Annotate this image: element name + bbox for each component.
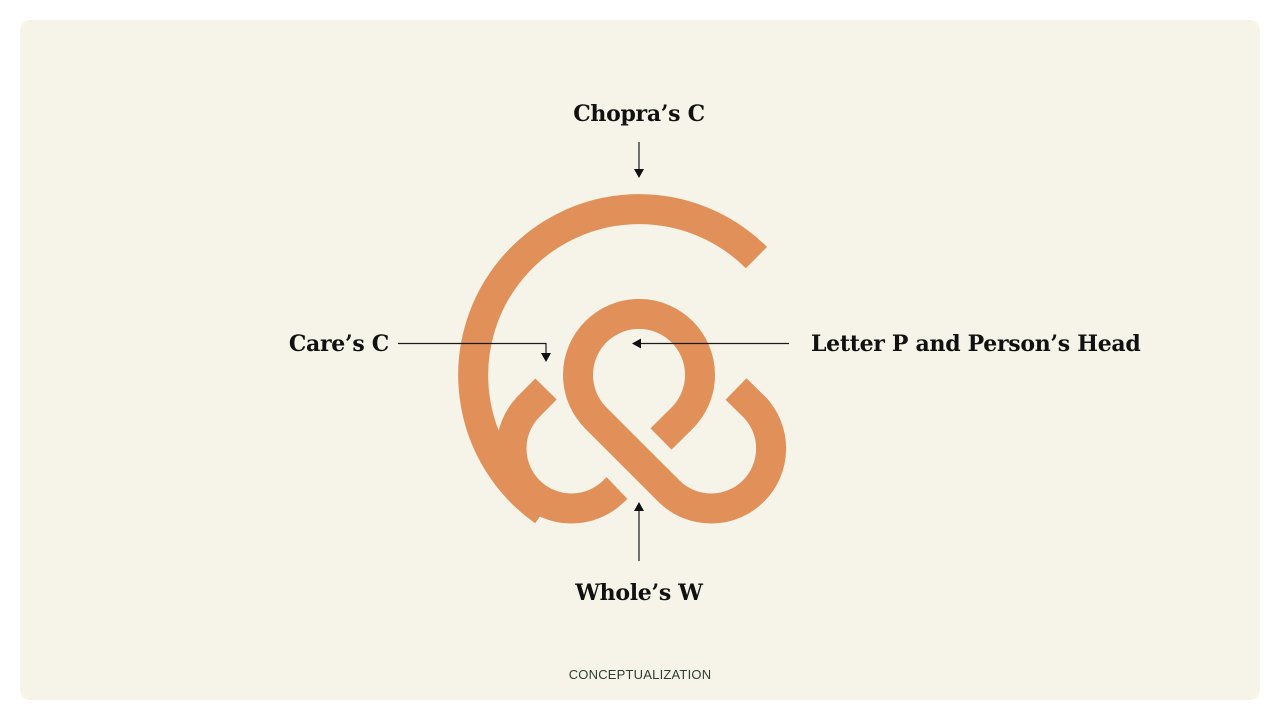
label-care-c: Care’s C xyxy=(288,331,389,357)
arrow-left-icon xyxy=(632,338,641,349)
arrowheads xyxy=(541,169,644,511)
person-head-and-w-stroke xyxy=(563,299,787,524)
label-chopra-c: Chopra’s C xyxy=(573,101,705,127)
arrow-left-line xyxy=(398,342,547,354)
arrow-up-icon xyxy=(634,502,644,511)
chopra-c-stroke xyxy=(458,194,767,524)
label-person-head: Letter P and Person’s Head xyxy=(811,331,1141,357)
annotation-lines xyxy=(398,142,789,561)
arrow-down-icon xyxy=(541,353,551,362)
label-whole-w: Whole’s W xyxy=(575,580,703,606)
logo-mark xyxy=(458,194,787,524)
care-c-stroke xyxy=(496,378,628,524)
slide-card xyxy=(20,20,1260,700)
arrow-down-icon xyxy=(634,169,644,178)
slide-caption: CONCEPTUALIZATION xyxy=(568,667,712,682)
